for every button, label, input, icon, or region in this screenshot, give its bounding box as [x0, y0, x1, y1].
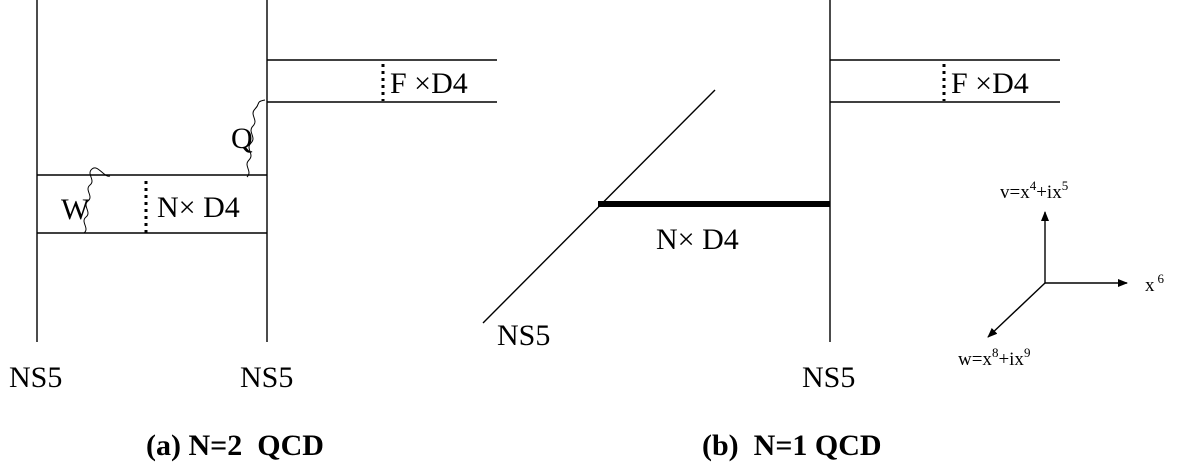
caption-b: (b) N=1 QCD [702, 429, 882, 462]
v-axis-label: v=x4+ix5 [1000, 178, 1068, 203]
caption-a: (a) N=2 QCD [146, 429, 324, 462]
label-n-d4: N× D4 [656, 223, 739, 256]
label-ns5-right: NS5 [802, 361, 855, 394]
label-f-d4: F ×D4 [951, 67, 1029, 100]
panel-b: F ×D4 N× D4 NS5 NS5 (b) N=1 QCD [482, 0, 1060, 462]
panel-a: W Q N× D4 F ×D4 NS5 NS5 (a) N=2 QCD [9, 0, 497, 462]
label-f-d4: F ×D4 [390, 67, 468, 100]
w-string-wavy [83, 167, 111, 234]
w-axis-label: w=x8+ix9 [958, 345, 1030, 370]
label-ns5-left: NS5 [9, 361, 62, 394]
w-axis-arrow [987, 282, 1046, 338]
label-w: W [61, 193, 90, 226]
q-string-wavy [246, 99, 266, 178]
label-ns5-diagonal: NS5 [497, 319, 550, 352]
label-n-d4: N× D4 [157, 191, 240, 224]
label-ns5-right: NS5 [240, 361, 293, 394]
label-q: Q [231, 122, 253, 155]
